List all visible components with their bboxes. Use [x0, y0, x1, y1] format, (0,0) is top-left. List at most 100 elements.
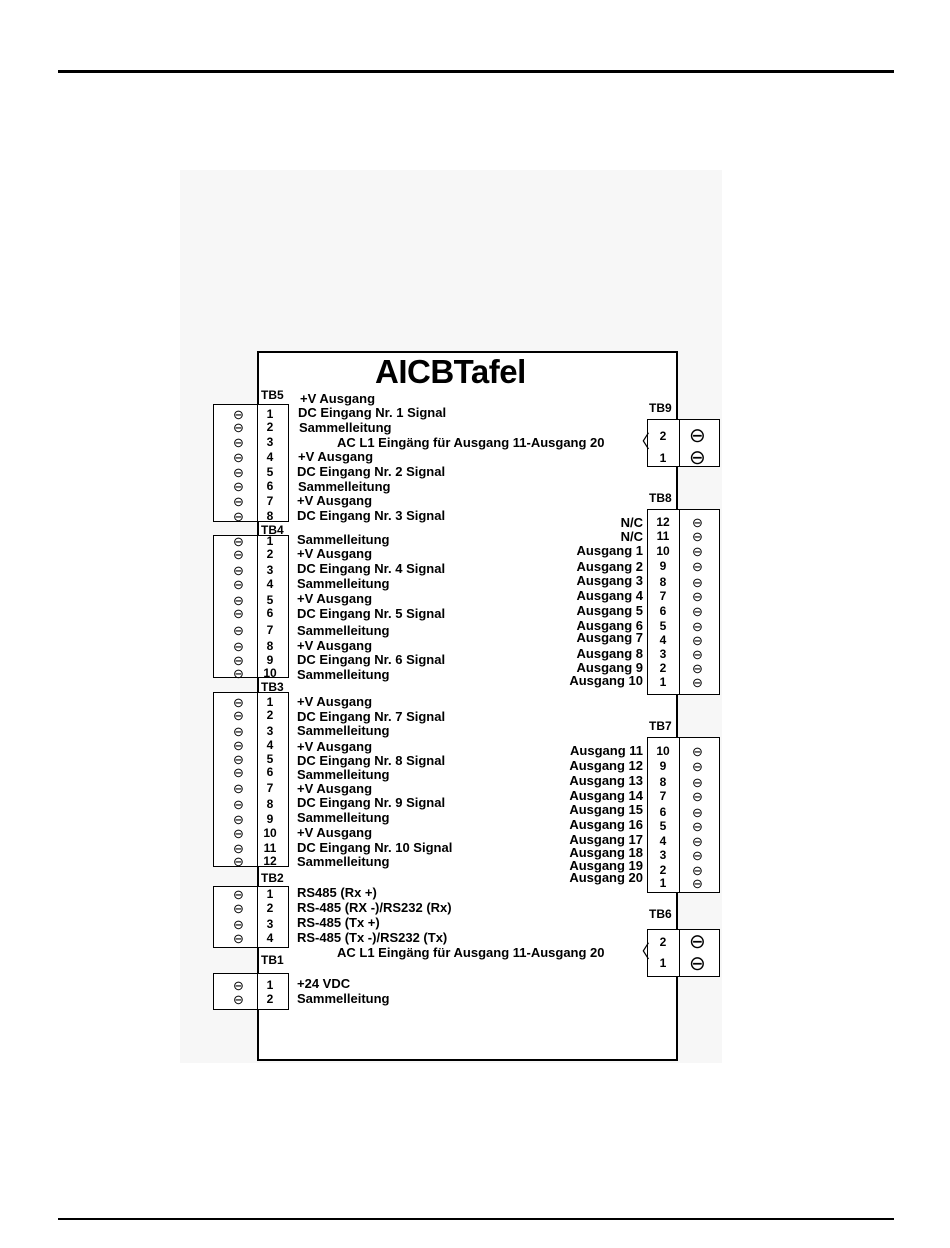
- screw-terminal-icon: ⊖: [233, 465, 244, 480]
- screw-terminal-icon: ⊖: [692, 604, 703, 619]
- tb8-signal-5: Ausgang 6: [576, 618, 643, 633]
- tb3-pin-12: 12: [263, 854, 277, 868]
- tb7-pin-4: 4: [659, 834, 667, 848]
- tb3-pin-7: 7: [266, 781, 274, 795]
- tb1-pin-strip: [257, 973, 289, 1010]
- tb3-signal-6: Sammelleitung: [297, 767, 390, 782]
- tb7-signal-3: Ausgang 18: [569, 845, 643, 860]
- tb3-signal-1: +V Ausgang: [297, 694, 373, 709]
- screw-terminal-icon: ⊖: [233, 450, 244, 465]
- tb8-pin-1: 1: [659, 675, 667, 689]
- tb7-pin-10: 10: [656, 744, 670, 758]
- tb2-label: TB2: [261, 871, 284, 885]
- tb8-signal-11: N/C: [620, 529, 643, 544]
- screw-terminal-icon: ⊖: [233, 826, 244, 841]
- screw-terminal-icon: ⊖: [692, 675, 703, 690]
- tb7-signal-1: Ausgang 20: [569, 870, 643, 885]
- tb3-signal-12: Sammelleitung: [297, 854, 390, 869]
- screw-terminal-icon: ⊖: [692, 559, 703, 574]
- screw-terminal-icon: ⊖: [233, 738, 244, 753]
- tb4-pin-8: 8: [266, 639, 274, 653]
- tb3-signal-11: DC Eingang Nr. 10 Signal: [297, 840, 453, 855]
- tb8-pin-12: 12: [656, 515, 670, 529]
- tb4-signal-5: +V Ausgang: [297, 591, 373, 606]
- tb4-pin-10: 10: [263, 666, 277, 680]
- screw-terminal-icon: ⊖: [692, 863, 703, 878]
- board-outline: [257, 351, 678, 1061]
- tb7-signal-9: Ausgang 12: [569, 758, 643, 773]
- tb3-signal-9: Sammelleitung: [297, 810, 390, 825]
- tb5-signal-7: +V Ausgang: [297, 493, 373, 508]
- screw-terminal-icon: ⊖: [692, 805, 703, 820]
- screw-terminal-icon: ⊖: [692, 775, 703, 790]
- tb8-signal-8: Ausgang 3: [576, 573, 643, 588]
- tb5-signal-6: Sammelleitung: [298, 479, 391, 494]
- tb8-signal-1: Ausgang 10: [569, 673, 643, 688]
- tb3-signal-8: DC Eingang Nr. 9 Signal: [297, 795, 446, 810]
- tb8-pin-7: 7: [659, 589, 667, 603]
- screw-terminal-icon: ⊖: [692, 515, 703, 530]
- tb8-pin-8: 8: [659, 575, 667, 589]
- screw-terminal-icon: ⊖: [692, 759, 703, 774]
- screw-terminal-icon: ⊖: [233, 724, 244, 739]
- screw-terminal-icon: ⊖: [689, 953, 706, 975]
- screw-terminal-icon: ⊖: [233, 653, 244, 668]
- tb3-pin-5: 5: [266, 752, 274, 766]
- tb3-pin-9: 9: [266, 812, 274, 826]
- screw-terminal-icon: ⊖: [233, 978, 244, 993]
- tb7-signal-10: Ausgang 11: [570, 743, 643, 758]
- screw-terminal-icon: ⊖: [692, 589, 703, 604]
- tb3-label: TB3: [261, 680, 284, 694]
- tb6-pin-2: 2: [659, 935, 667, 949]
- tb9-label: TB9: [649, 401, 672, 415]
- tb3-screw-strip: [213, 692, 258, 867]
- screw-terminal-icon: ⊖: [233, 854, 244, 869]
- screw-terminal-icon: ⊖: [233, 666, 244, 681]
- tb7-signal-4: Ausgang 17: [569, 832, 643, 847]
- tb3-signal-5: DC Eingang Nr. 8 Signal: [297, 753, 446, 768]
- tb8-signal-3: Ausgang 8: [576, 646, 643, 661]
- screw-terminal-icon: ⊖: [233, 841, 244, 856]
- tb6-pin-strip: [647, 929, 680, 977]
- tb5-pin-7: 7: [266, 494, 274, 508]
- tb4-pin-3: 3: [266, 563, 274, 577]
- screw-terminal-icon: ⊖: [233, 752, 244, 767]
- tb3-pin-4: 4: [266, 738, 274, 752]
- tb7-pin-8: 8: [659, 775, 667, 789]
- tb3-pin-6: 6: [266, 765, 274, 779]
- screw-terminal-icon: ⊖: [233, 695, 244, 710]
- tb1-signal-1: +24 VDC: [297, 976, 351, 991]
- tb4-signal-4: Sammelleitung: [297, 576, 390, 591]
- tb3-signal-3: Sammelleitung: [297, 723, 390, 738]
- tb4-signal-7: Sammelleitung: [297, 623, 390, 638]
- tb8-pin-6: 6: [659, 604, 667, 618]
- tb4-signal-2: +V Ausgang: [297, 546, 373, 561]
- tb8-pin-9: 9: [659, 559, 667, 573]
- header-rule: [58, 70, 894, 73]
- tb5-pin-6: 6: [266, 479, 274, 493]
- screw-terminal-icon: ⊖: [233, 593, 244, 608]
- tb4-pin-9: 9: [266, 653, 274, 667]
- screw-terminal-icon: ⊖: [689, 931, 706, 953]
- tb5-signal-5: DC Eingang Nr. 2 Signal: [297, 464, 446, 479]
- screw-terminal-icon: ⊖: [233, 812, 244, 827]
- screw-terminal-icon: ⊖: [692, 819, 703, 834]
- screw-terminal-icon: ⊖: [233, 639, 244, 654]
- tb4-signal-10: Sammelleitung: [297, 667, 390, 682]
- tb7-signal-7: Ausgang 14: [569, 788, 643, 803]
- screw-terminal-icon: ⊖: [233, 765, 244, 780]
- tb9-screw-strip: [679, 419, 720, 467]
- tb9-pin-2: 2: [659, 429, 667, 443]
- tb4-pin-2: 2: [266, 547, 274, 561]
- tb6-pin-1: 1: [659, 956, 667, 970]
- tb8-signal-4: Ausgang 7: [576, 630, 643, 645]
- tb2-screw-strip: [213, 886, 258, 948]
- tb8-pin-strip: [647, 509, 680, 695]
- tb4-signal-8: +V Ausgang: [297, 638, 373, 653]
- screw-terminal-icon: ⊖: [692, 744, 703, 759]
- brace-icon: 〈: [632, 432, 650, 452]
- tb2-pin-strip: [257, 886, 289, 948]
- tb4-signal-3: DC Eingang Nr. 4 Signal: [297, 561, 446, 576]
- tb1-pin-1: 1: [266, 978, 274, 992]
- screw-terminal-icon: ⊖: [233, 494, 244, 509]
